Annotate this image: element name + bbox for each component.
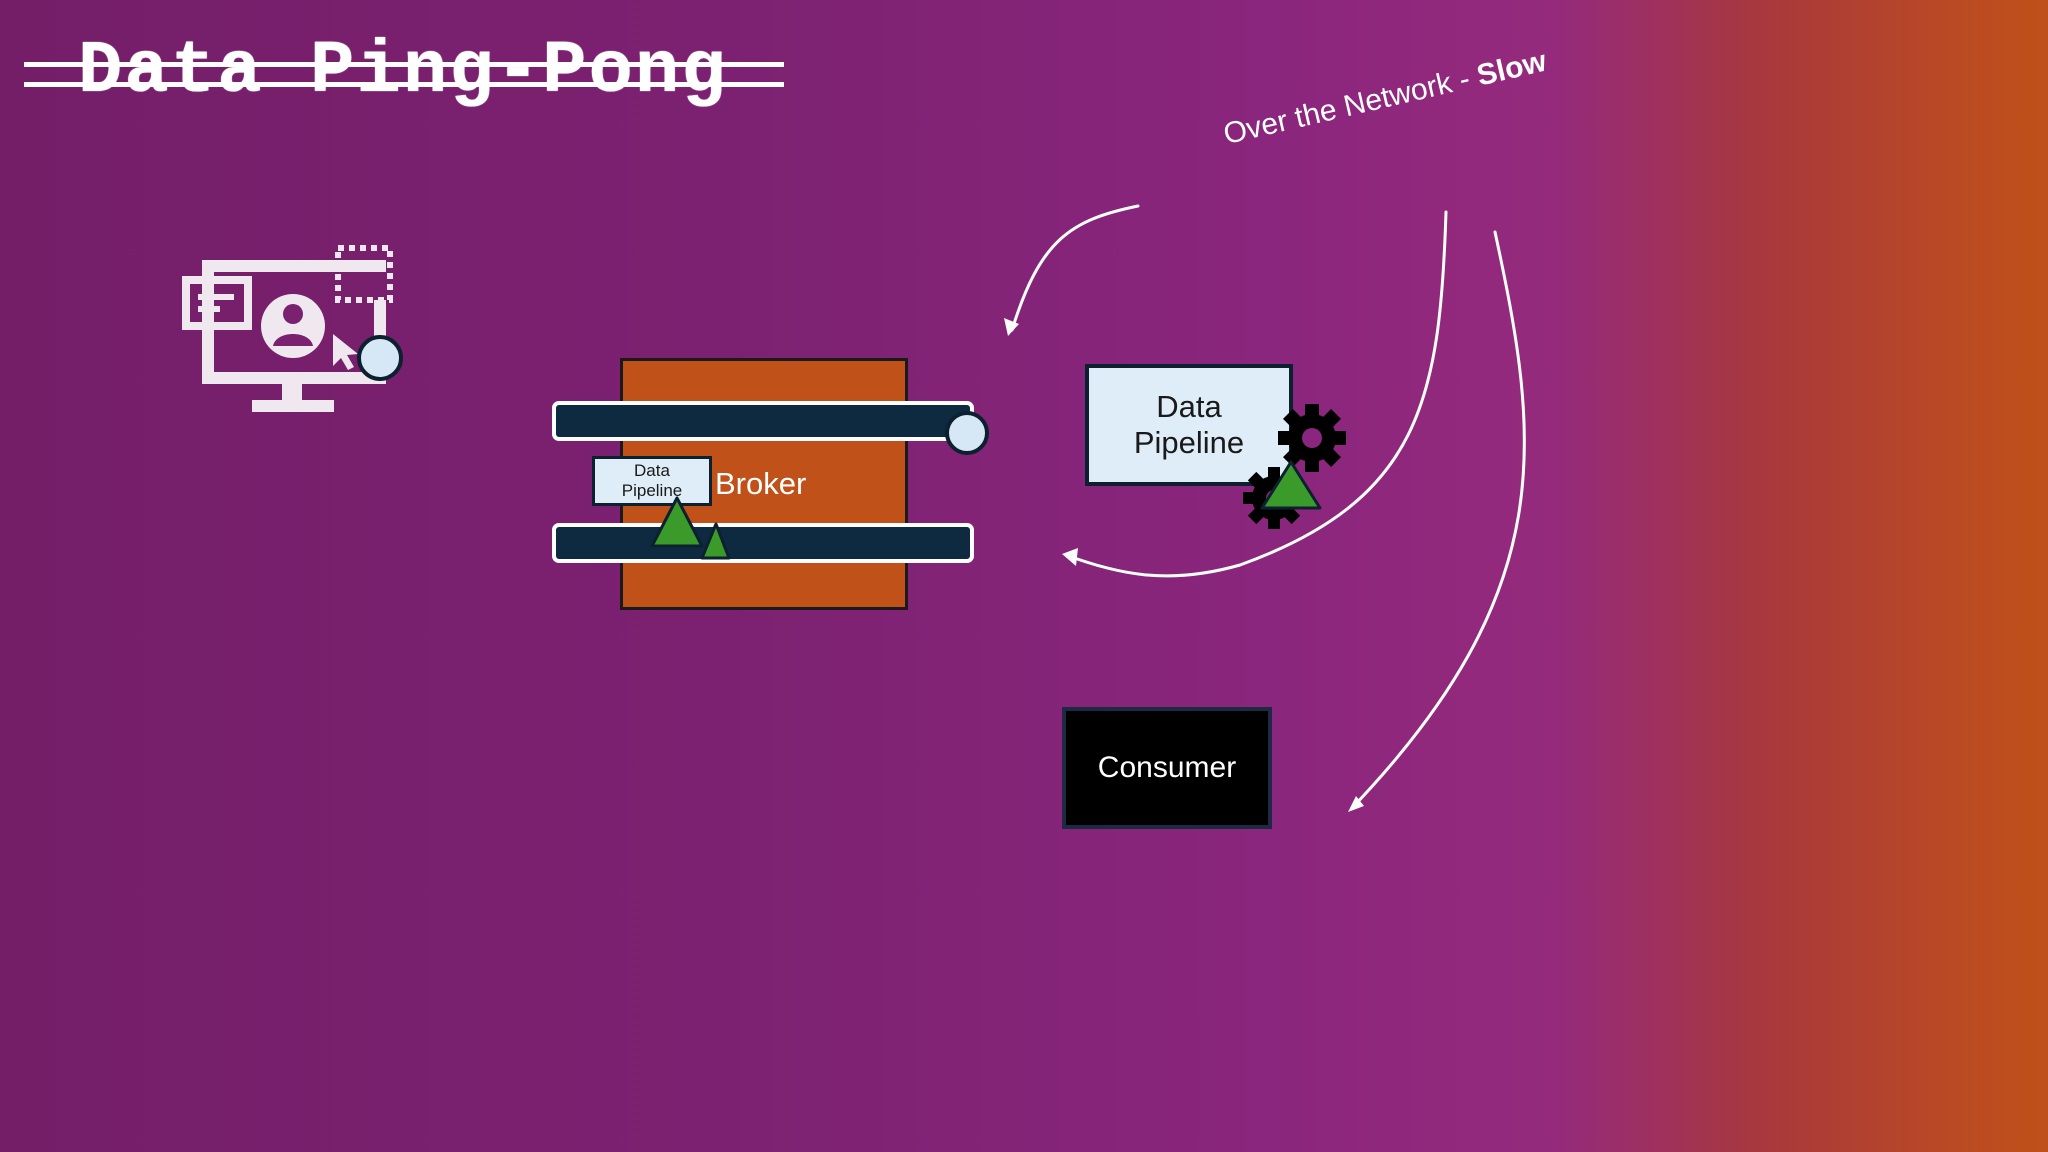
triangle-icon xyxy=(1260,460,1322,510)
slide-title: Data Ping-Pong xyxy=(78,30,728,114)
data-pipeline-large: Data Pipeline xyxy=(1085,364,1293,486)
triangle-icon xyxy=(650,496,704,548)
broker-topic-bar-top xyxy=(552,401,974,441)
title-strike-line-bottom xyxy=(24,82,784,87)
pipeline-small-line2: Pipeline xyxy=(621,481,683,500)
arrow-network-to-consumer xyxy=(1350,230,1526,810)
pipeline-large-line1: Data xyxy=(1156,389,1222,425)
arrowhead-return xyxy=(1062,548,1078,566)
arrow-pipeline-return xyxy=(1064,210,1448,578)
broker-topic-bar-bottom xyxy=(552,523,974,563)
triangle-icon xyxy=(700,522,731,560)
arrowhead-broker xyxy=(1004,318,1019,336)
pipeline-small-line1: Data xyxy=(634,461,670,481)
consumer-box: Consumer xyxy=(1062,707,1272,829)
title-strike-line-top xyxy=(24,62,784,67)
gear-icon xyxy=(1278,404,1346,472)
broker-label: Broker xyxy=(715,466,807,501)
arrow-network-to-broker xyxy=(1010,204,1140,332)
arrowhead-consumer xyxy=(1348,796,1364,812)
client-node-circle-icon xyxy=(357,335,403,381)
consumer-label: Consumer xyxy=(1097,751,1237,784)
pipeline-large-line2: Pipeline xyxy=(1133,425,1245,460)
data-pipeline-small: Data Pipeline xyxy=(592,456,712,506)
